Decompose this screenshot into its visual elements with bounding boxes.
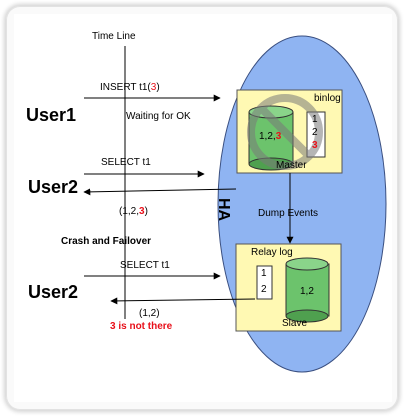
insert-label: INSERT t1(3) [100, 82, 160, 93]
not-there-label: 3 is not there [110, 321, 173, 332]
master-db-values: 1,2,3 [259, 131, 281, 142]
user2-label-second: User2 [28, 282, 79, 302]
result-first-value: 3 [139, 206, 145, 217]
prohibited-icon [247, 94, 323, 170]
diagram-graphics [83, 35, 387, 373]
select-first-label: SELECT t1 [101, 157, 151, 168]
ha-label: HA [215, 198, 232, 222]
result-first-label: (1,2,3) [119, 206, 148, 217]
binlog-entry-3: 3 [312, 140, 318, 151]
master-db-values-new: 3 [275, 131, 282, 142]
diagram-canvas: Time Line User1 User2 User2 INSERT t1(3)… [14, 14, 392, 402]
waiting-label: Waiting for OK [126, 111, 191, 122]
master-db-values-old: 1,2, [259, 131, 276, 142]
binlog-entry-2: 2 [312, 127, 318, 138]
insert-suffix: ) [156, 82, 160, 93]
slave-db-cylinder [285, 257, 330, 323]
select-second-label: SELECT t1 [120, 260, 170, 271]
result-second-arrow [110, 297, 256, 305]
result-second-label: (1,2) [139, 308, 160, 319]
binlog-entry-1: 1 [312, 114, 318, 125]
dump-events-label: Dump Events [258, 208, 319, 219]
insert-value: 3 [150, 82, 157, 93]
relay-entry-1: 1 [261, 268, 267, 279]
slave-label: Slave [282, 318, 308, 329]
user2-label-first: User2 [28, 177, 79, 197]
insert-prefix: INSERT t1( [100, 82, 151, 93]
master-label: Master [276, 160, 307, 171]
relay-entry-2: 2 [261, 284, 267, 295]
timeline-label: Time Line [92, 31, 136, 42]
result-first-prefix: (1,2, [119, 206, 140, 217]
relay-log-label: Relay log [251, 247, 293, 258]
slave-db-values: 1,2 [300, 286, 314, 297]
result-first-arrow [83, 188, 237, 196]
relay-log-box [256, 265, 273, 300]
user1-label: User1 [26, 105, 77, 125]
result-first-suffix: ) [144, 206, 148, 217]
crash-failover-label: Crash and Failover [61, 236, 152, 247]
binlog-label: binlog [314, 93, 341, 104]
